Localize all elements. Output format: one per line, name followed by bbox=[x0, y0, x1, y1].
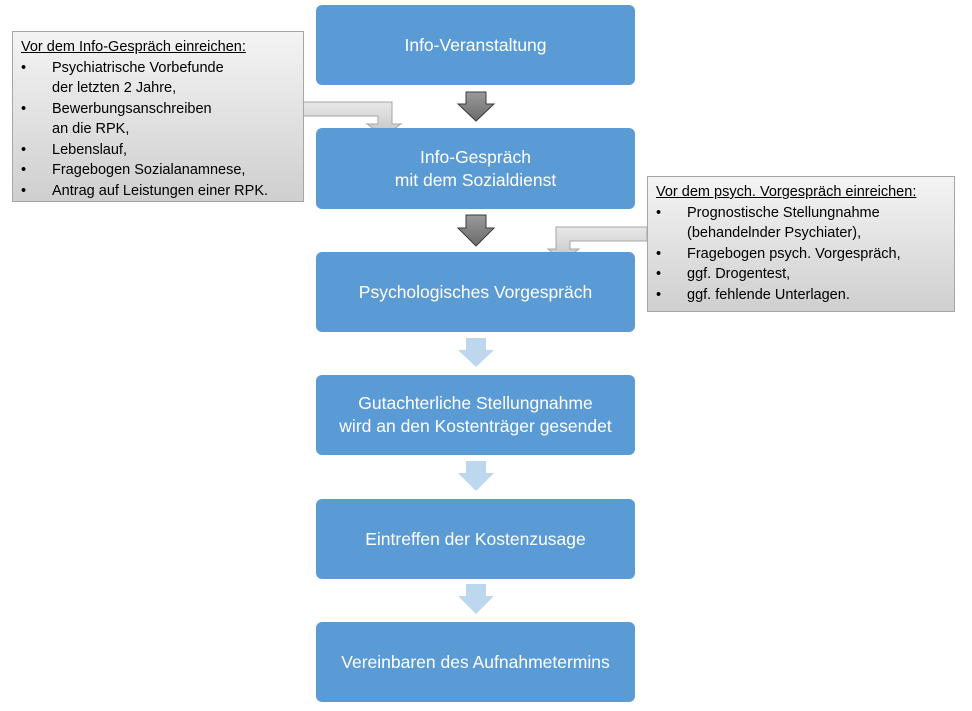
step-info-gespraech: Info-Gespräch mit dem Sozialdienst bbox=[316, 128, 635, 209]
flow-arrow-4 bbox=[458, 461, 494, 491]
note-list-item: ggf. fehlende Unterlagen. bbox=[656, 285, 948, 306]
step-gutachterliche-stellungnahme: Gutachterliche Stellungnahme wird an den… bbox=[316, 375, 635, 455]
step-psychologisches-vorgespraech: Psychologisches Vorgespräch bbox=[316, 252, 635, 332]
step-label: Eintreffen der Kostenzusage bbox=[365, 528, 586, 549]
note-title: Vor dem psych. Vorgespräch einreichen: bbox=[656, 184, 917, 200]
flow-arrow-1 bbox=[456, 91, 496, 122]
note-vorgespraech-documents: Vor dem psych. Vorgespräch einreichen: P… bbox=[647, 176, 955, 312]
note-list-item: Lebenslauf, bbox=[21, 140, 297, 161]
step-label-line2: mit dem Sozialdienst bbox=[394, 169, 557, 190]
note-list-item: Fragebogen Sozialanamnese, bbox=[21, 160, 297, 181]
note-list: Psychiatrische Vorbefunde der letzten 2 … bbox=[21, 58, 297, 202]
note-list-item: Prognostische Stellungnahme (behandelnde… bbox=[656, 203, 948, 244]
step-label: Info-Gespräch bbox=[420, 146, 531, 167]
note-list-item: Fragebogen psych. Vorgespräch, bbox=[656, 244, 948, 265]
step-kostenzusage: Eintreffen der Kostenzusage bbox=[316, 499, 635, 579]
step-label: Psychologisches Vorgespräch bbox=[358, 281, 593, 302]
note-info-gespraech-documents: Vor dem Info-Gespräch einreichen: Psychi… bbox=[12, 31, 304, 202]
step-label: Info-Veranstaltung bbox=[404, 34, 547, 55]
note-title: Vor dem Info-Gespräch einreichen: bbox=[21, 39, 246, 55]
note-list-item: Antrag auf Leistungen einer RPK. bbox=[21, 181, 297, 202]
step-label: Vereinbaren des Aufnahmetermins bbox=[341, 651, 610, 672]
note-list: Prognostische Stellungnahme (behandelnde… bbox=[656, 203, 948, 306]
step-label-line2: wird an den Kostenträger gesendet bbox=[339, 416, 612, 436]
step-info-veranstaltung: Info-Veranstaltung bbox=[316, 5, 635, 85]
step-aufnahmetermin: Vereinbaren des Aufnahmetermins bbox=[316, 622, 635, 702]
flow-arrow-5 bbox=[458, 584, 494, 614]
flow-arrow-3 bbox=[458, 338, 494, 367]
note-list-item: Bewerbungsanschreiben an die RPK, bbox=[21, 99, 297, 140]
note-list-item: ggf. Drogentest, bbox=[656, 264, 948, 285]
flow-arrow-2 bbox=[456, 214, 496, 247]
step-label: Gutachterliche Stellungnahme bbox=[358, 393, 593, 413]
note-list-item: Psychiatrische Vorbefunde der letzten 2 … bbox=[21, 58, 297, 99]
